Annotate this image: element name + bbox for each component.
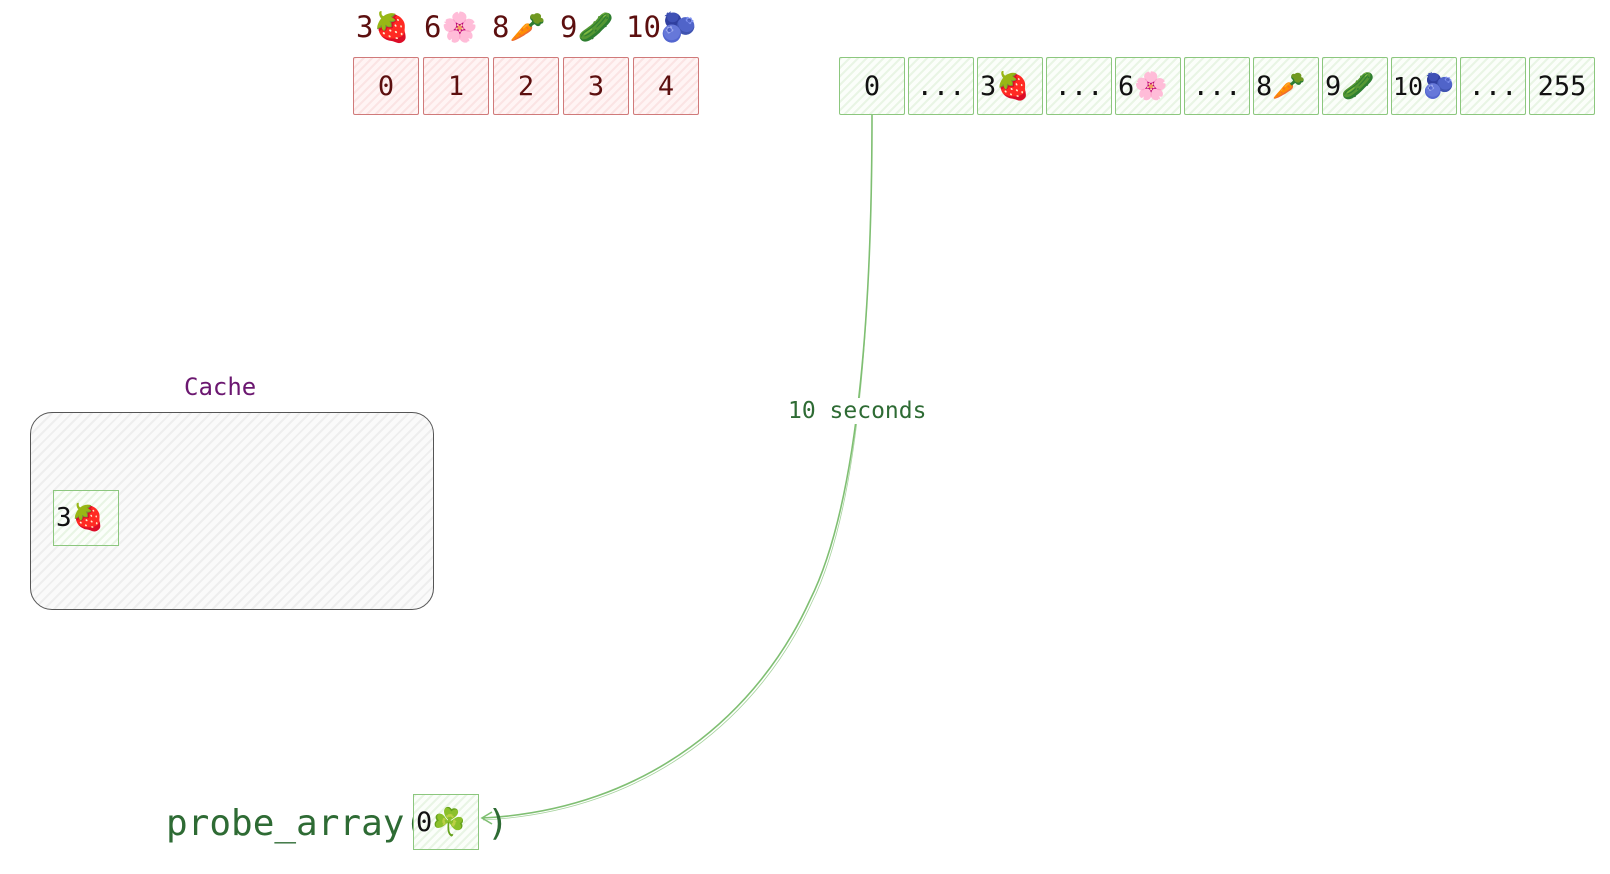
top-label-1: 6🌸 [424,10,478,45]
probe-call-suffix: ) [487,803,509,844]
cell-num: ... [1192,70,1242,102]
top-label-num: 3 [356,10,374,44]
connector-path [481,114,873,819]
probe-array-cell: 3🍓 [977,57,1043,115]
cell-num: 6 [1118,70,1135,102]
blueberries-icon: 🫐 [660,10,698,44]
top-label-0: 3🍓 [356,10,410,45]
probe-arg-num: 0 [416,806,433,838]
top-label-3: 9🥒 [560,10,614,45]
shamrock-icon: ☘️ [432,807,466,838]
top-label-num: 6 [424,10,442,44]
cache-title: Cache [184,373,257,401]
small-array-cell: 3 [563,57,629,115]
cell-num: 9 [1325,70,1342,102]
top-label-num: 10 [626,10,661,44]
small-array-cell: 4 [633,57,699,115]
probe-argument: 0☘️ [413,794,479,850]
small-array-cell: 0 [353,57,419,115]
connector-path-sketch [482,116,873,821]
small-array-cell: 1 [423,57,489,115]
cucumber-icon: 🥒 [577,10,614,44]
top-label-4: 10🫐 [626,10,697,45]
strawberry-icon: 🍓 [71,503,105,533]
cell-num: ... [916,70,966,102]
cell-num: 255 [1537,70,1587,102]
probe-array-cell: ... [1460,57,1526,115]
top-label-2: 8🥕 [492,10,546,45]
small-array-cell: 2 [493,57,559,115]
probe-array-cell: 0 [839,57,905,115]
probe-array-cell: 9🥒 [1322,57,1388,115]
top-label-num: 9 [560,10,578,44]
probe-array-cell: ... [908,57,974,115]
cell-num: 10 [1393,71,1424,101]
strawberry-icon: 🍓 [996,71,1030,102]
probe-array-cell: ... [1046,57,1112,115]
probe-array-cell: ... [1184,57,1250,115]
cell-num: ... [1054,70,1104,102]
probe-array-cell: 255 [1529,57,1595,115]
arrow-label: 10 seconds [788,398,927,424]
top-label-num: 8 [492,10,510,44]
probe-array-cell: 10🫐 [1391,57,1457,115]
cache-item: 3🍓 [53,490,119,546]
cell-num: 8 [1256,70,1273,102]
cell-num: 0 [863,70,881,102]
flower-icon: 🌸 [441,10,478,44]
probe-call-prefix: probe_array( [166,803,427,844]
flower-icon: 🌸 [1134,71,1168,102]
carrot-icon: 🥕 [1272,71,1306,102]
cucumber-icon: 🥒 [1341,71,1375,102]
carrot-icon: 🥕 [509,10,546,44]
blueberries-icon: 🫐 [1423,71,1455,100]
probe-array-cell: 8🥕 [1253,57,1319,115]
cell-num: 3 [980,70,997,102]
strawberry-icon: 🍓 [373,10,410,44]
probe-array-cell: 6🌸 [1115,57,1181,115]
cell-num: ... [1468,70,1518,102]
cache-item-num: 3 [56,503,72,533]
arrowhead-icon [480,811,493,825]
